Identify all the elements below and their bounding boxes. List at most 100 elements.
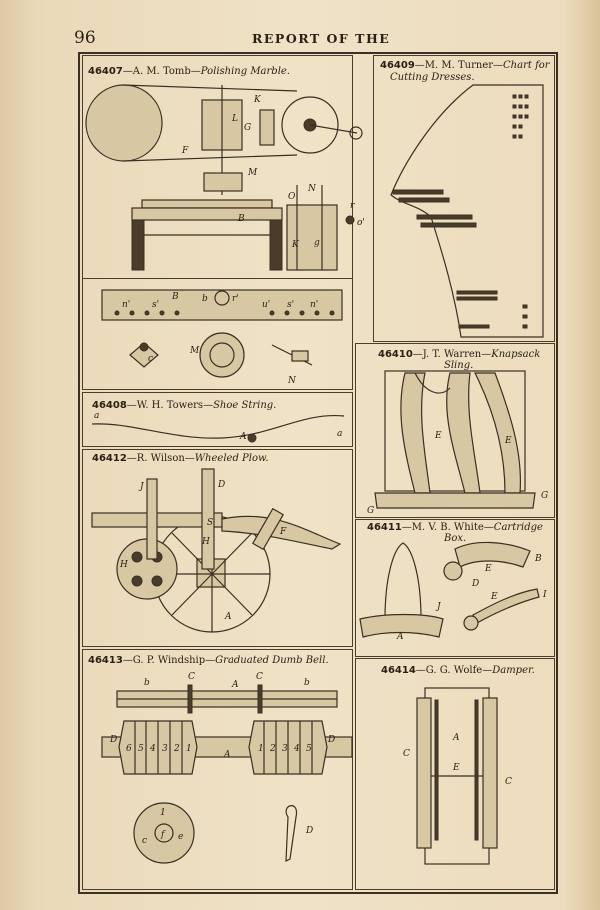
caption-46411: 46411—M. V. B. White—Cartridge [367,522,543,533]
svg-text:E: E [452,763,460,773]
figure-cartridge-box: A J B E D E I [359,541,547,642]
caption-46409: 46409—M. M. Turner—Chart for [380,60,550,71]
svg-text:s': s' [287,300,294,310]
svg-text:b: b [144,678,150,688]
svg-text:4: 4 [293,744,300,754]
svg-text:g: g [314,238,320,248]
svg-text:K: K [253,95,262,105]
panel-cartridge-box [355,519,555,657]
svg-text:B: B [534,554,542,564]
svg-text:C: C [403,749,410,759]
panel-wheeled-plow [82,449,353,647]
svg-text:M: M [247,168,258,178]
svg-text:E: E [434,431,442,441]
svg-text:B: B [237,214,245,224]
svg-text:n': n' [122,300,130,310]
figure-wheeled-plow: J D S H H A F [91,468,342,633]
caption-46413: 46413—G. P. Windship—Graduated Dumb Bell… [88,655,329,666]
svg-text:D: D [327,735,335,745]
svg-text:3: 3 [282,744,288,754]
page-number: 96 [74,28,96,48]
svg-text:5: 5 [306,744,312,754]
svg-text:r: r [350,201,355,211]
svg-text:J: J [138,482,145,492]
svg-text:E: E [490,592,498,602]
svg-text:e: e [178,832,183,842]
running-header: REPORT OF THE [252,31,391,46]
svg-text:A: A [239,432,247,442]
svg-text:C: C [188,672,195,682]
caption-46410: 46410—J. T. Warren—Knapsack [378,349,541,360]
svg-text:C: C [256,672,263,682]
figure-shoe-string: a A a [91,411,345,443]
caption-46408: 46408—W. H. Towers—Shoe String. [92,400,277,411]
svg-text:1: 1 [186,744,192,754]
svg-text:D: D [471,579,479,589]
svg-text:c: c [142,836,147,846]
marble-divider [82,278,353,279]
svg-text:K: K [291,240,300,250]
svg-text:2: 2 [173,744,180,754]
svg-text:b: b [202,294,208,304]
caption-46411-cont: Box. [444,533,467,544]
svg-text:3: 3 [162,744,168,754]
figure-chart-dresses [390,84,544,338]
svg-text:f: f [160,830,166,840]
svg-text:2: 2 [269,744,276,754]
caption-46412: 46412—R. Wilson—Wheeled Plow. [92,453,269,464]
svg-text:c: c [148,354,153,364]
panel-damper [355,658,555,890]
svg-text:b: b [304,678,310,688]
svg-text:G: G [244,123,251,133]
svg-text:E: E [484,564,492,574]
caption-46410-cont: Sling. [444,360,474,371]
svg-text:N: N [307,184,317,194]
svg-text:N: N [287,376,297,386]
svg-text:o': o' [357,218,365,228]
svg-text:O: O [288,192,296,202]
svg-text:n': n' [310,300,318,310]
svg-text:5: 5 [138,744,144,754]
svg-text:M: M [189,346,200,356]
svg-text:D: D [305,826,313,836]
svg-text:A: A [396,632,404,642]
svg-text:F: F [181,146,189,156]
svg-text:u': u' [262,300,270,310]
figure-polishing-marble: F G K L M B O N K g r o' B n' s' b r' u'… [85,84,365,386]
caption-46407: 46407—A. M. Tomb—Polishing Marble. [88,66,290,77]
svg-text:a: a [94,411,99,421]
caption-46414: 46414—G. G. Wolfe—Damper. [381,665,535,676]
svg-text:4: 4 [149,744,156,754]
svg-text:L: L [231,114,238,124]
svg-text:B: B [171,292,179,302]
svg-text:s': s' [152,300,159,310]
svg-text:I: I [542,590,547,600]
svg-text:A: A [452,733,460,743]
svg-text:1: 1 [160,808,166,818]
svg-text:G: G [541,491,548,501]
plate-frame [78,52,558,894]
svg-text:H: H [201,537,210,547]
svg-text:a: a [337,429,342,439]
svg-text:A: A [224,612,232,622]
svg-text:A: A [231,680,239,690]
svg-text:r': r' [232,294,239,304]
caption-46409-cont: Cutting Dresses. [390,72,475,83]
svg-text:1: 1 [258,744,264,754]
panel-dumb-bell [82,649,353,890]
svg-text:J: J [435,602,442,612]
figure-damper: A E C C [403,687,512,865]
svg-text:6: 6 [126,744,132,754]
svg-text:A: A [223,750,231,760]
panel-knapsack [355,343,555,518]
panel-chart-dresses [373,55,555,342]
svg-text:H: H [119,560,128,570]
svg-text:D: D [217,480,225,490]
svg-text:G: G [367,506,374,516]
panel-shoe-string [82,392,353,447]
svg-text:S: S [207,518,213,528]
figure-knapsack: E E G G [367,370,548,516]
svg-text:C: C [505,777,512,787]
